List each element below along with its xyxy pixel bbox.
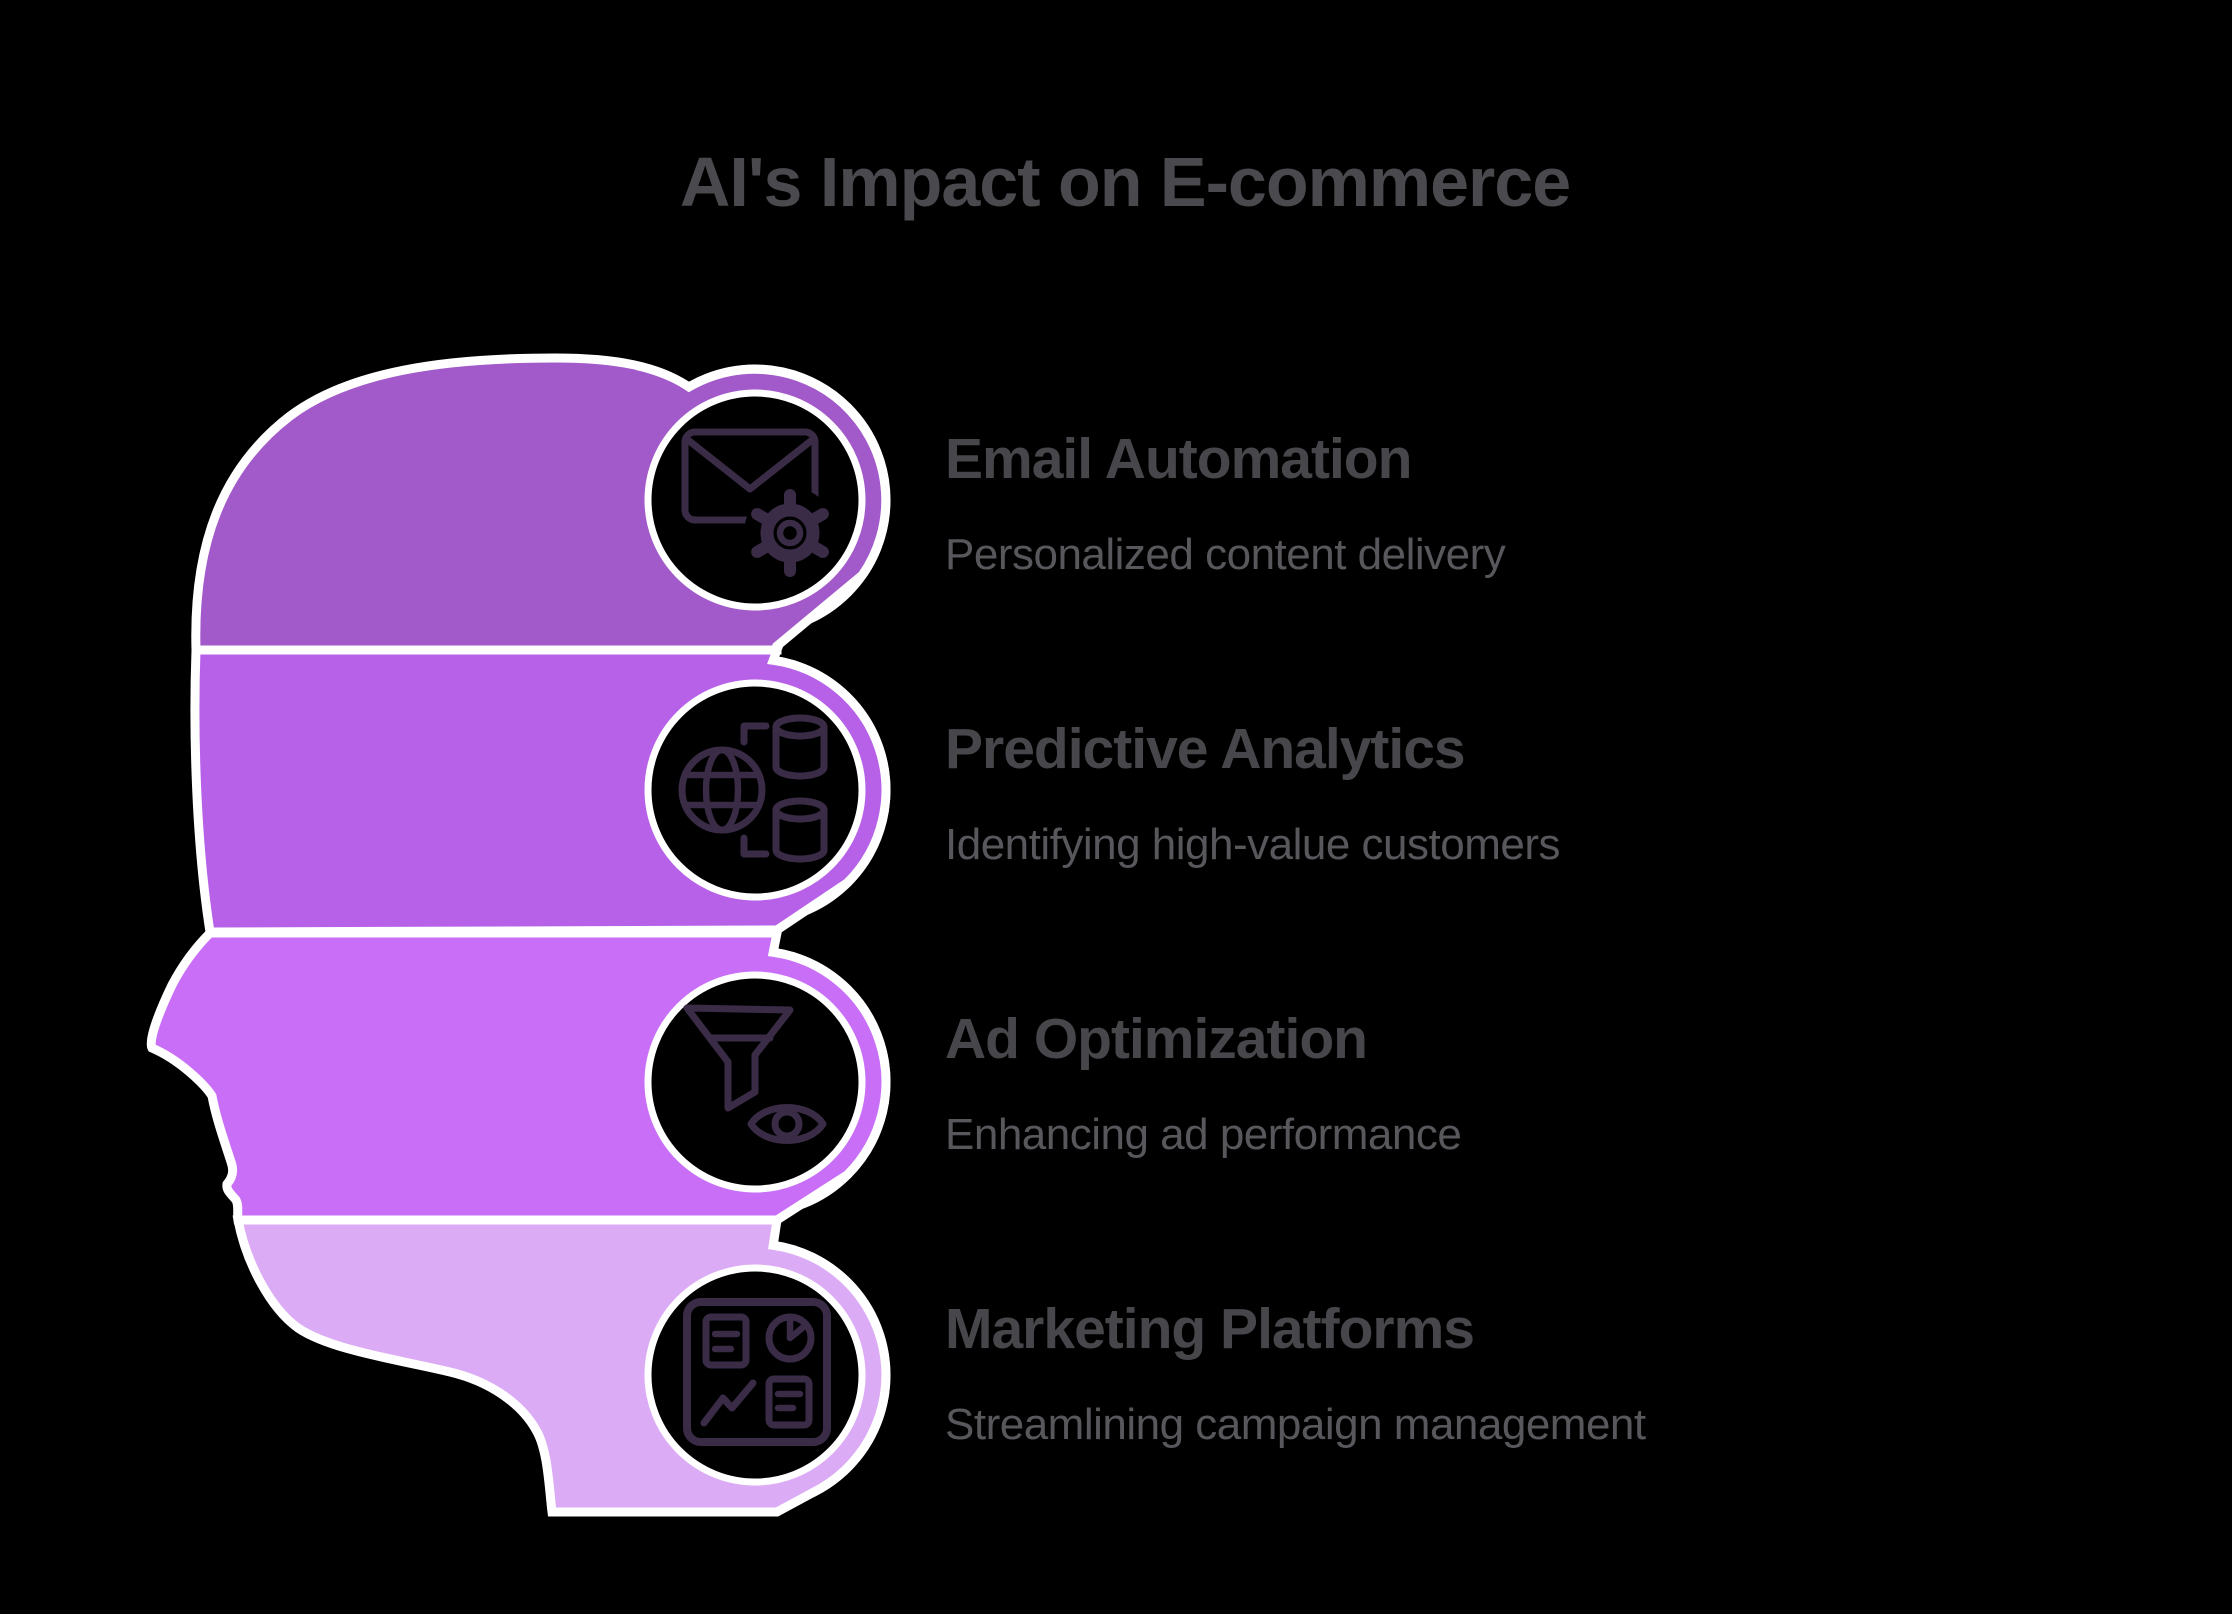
report-card-top-lines <box>711 1330 741 1353</box>
report-card-bottom-lines <box>774 1390 804 1412</box>
bracket-bottom <box>740 834 770 858</box>
globe-meridian <box>702 746 742 834</box>
eye-pupil <box>771 1108 803 1140</box>
section-label-predictive-analytics: Predictive Analytics Identifying high-va… <box>945 718 1745 869</box>
gear-halo <box>744 487 836 579</box>
gear-hole <box>776 519 804 547</box>
section-heading: Ad Optimization <box>945 1007 1368 1071</box>
section-label-ad-optimization: Ad Optimization Enhancing ad performance <box>945 1008 1745 1159</box>
funnel-eye-icon <box>683 1004 827 1144</box>
database-bottom-body <box>772 806 828 863</box>
pie-chart-wedge <box>786 1313 810 1342</box>
section-label-marketing-platforms: Marketing Platforms Streamlining campaig… <box>945 1298 1745 1449</box>
report-card-top <box>702 1313 750 1369</box>
funnel-shape <box>683 1004 794 1112</box>
page-title: AI's Impact on E-commerce <box>679 143 1571 221</box>
icon-circle-email <box>644 389 866 611</box>
section-heading: Predictive Analytics <box>945 717 1466 781</box>
report-card-bottom <box>765 1375 813 1429</box>
section-description: Personalized content delivery <box>945 529 1506 579</box>
section-description: Identifying high-value customers <box>945 819 1561 869</box>
section-description: Streamlining campaign management <box>945 1399 1646 1449</box>
line-chart <box>700 1379 757 1427</box>
envelope-flap <box>684 436 816 493</box>
dashboard-charts-icon <box>683 1298 831 1446</box>
globe-latitudes <box>683 771 761 809</box>
envelope-gear-icon <box>681 428 836 579</box>
globe-database-icon <box>678 714 828 863</box>
gear-teeth <box>751 489 829 577</box>
bracket-top <box>740 722 770 746</box>
section-label-email-automation: Email Automation Personalized content de… <box>945 428 1745 579</box>
icon-circle-platforms <box>644 1264 866 1486</box>
database-top-body <box>772 723 828 780</box>
section-heading: Email Automation <box>945 427 1412 491</box>
section-heading: Marketing Platforms <box>945 1297 1475 1361</box>
dashboard-frame <box>683 1298 831 1446</box>
eye-outline <box>747 1104 827 1144</box>
section-description: Enhancing ad performance <box>945 1109 1462 1159</box>
